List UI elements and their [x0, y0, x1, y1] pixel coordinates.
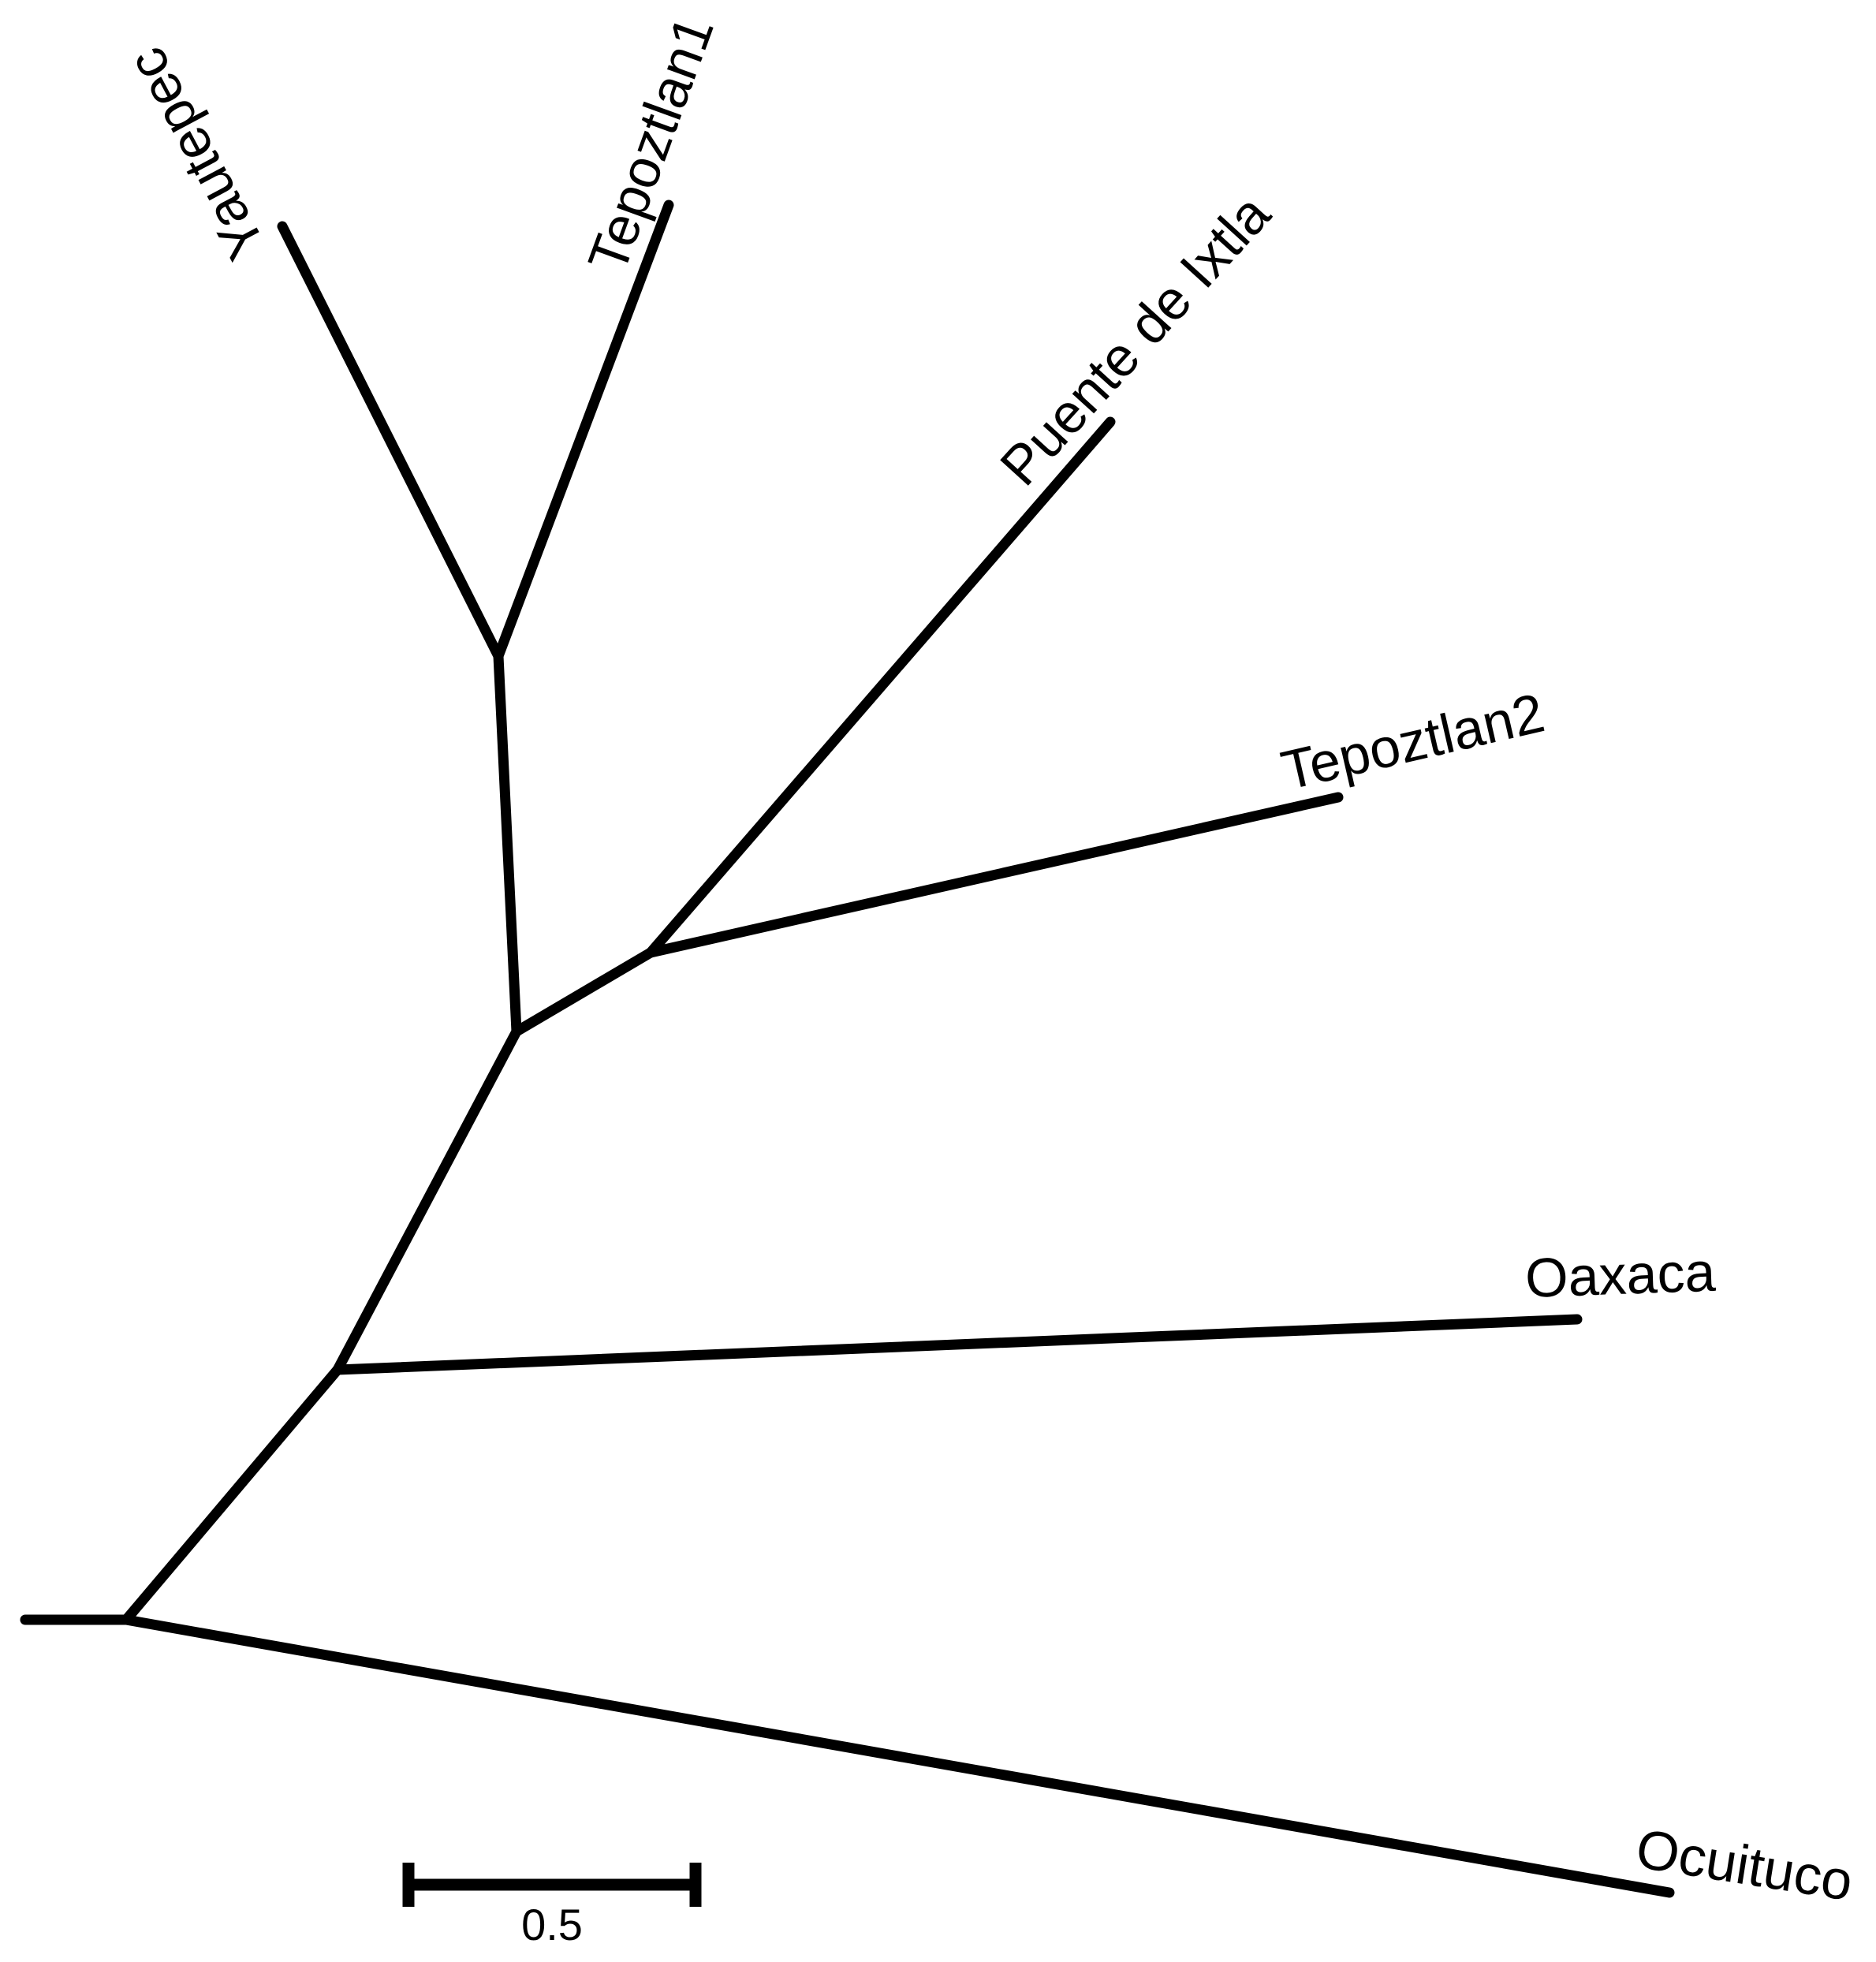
taxon-label-puente-de-ixtla: Puente de Ixtla [988, 183, 1281, 497]
branch-internal-d [511, 947, 656, 1037]
branch-internal-c [493, 651, 522, 1037]
taxon-label-tepoztlan2: Tepoztlan2 [1276, 681, 1550, 801]
scale-bar-label: 0.5 [521, 1900, 583, 1949]
branch-oaxaca [332, 1314, 1583, 1375]
branch-internal-b [332, 1026, 522, 1375]
taxon-label-ocuituco: Ocuituco [1632, 1818, 1857, 1912]
branch-internal-a [121, 1364, 343, 1625]
branch-tepoztlan1 [493, 200, 674, 662]
branch-puente-de-ixtla [645, 416, 1116, 958]
branch-tepoztlan2 [645, 792, 1344, 958]
taxon-label-yautepec: Yautepec [115, 38, 277, 269]
taxon-label-oaxaca: Oaxaca [1524, 1241, 1717, 1309]
scale-bar: 0.5 [402, 1863, 702, 1949]
branch-ocuituco [121, 1614, 1675, 1898]
branch-yautepec [277, 221, 504, 662]
